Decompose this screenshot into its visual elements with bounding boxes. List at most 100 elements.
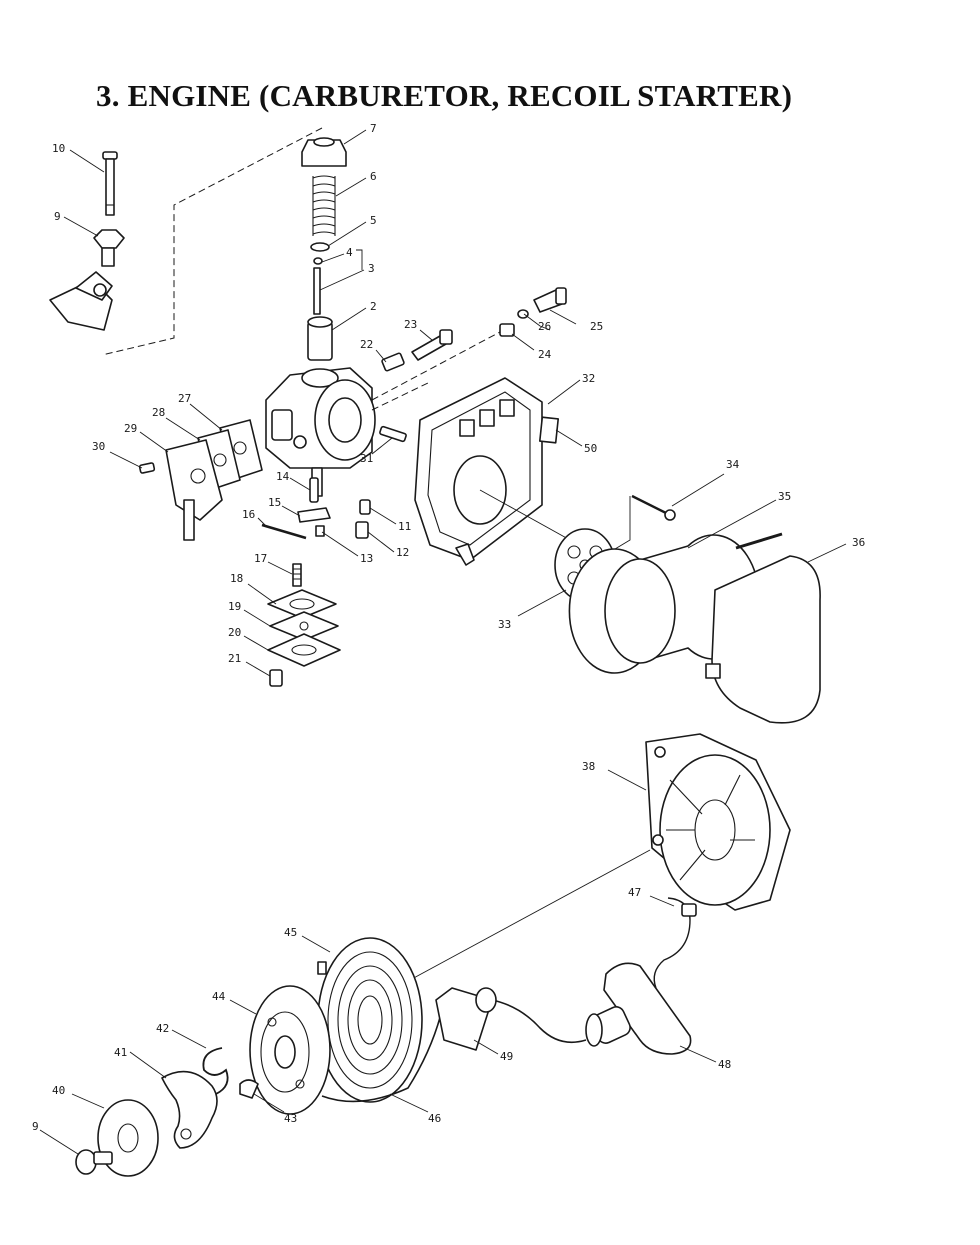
callout-33: 33 [498,618,511,631]
callout-2: 2 [370,300,377,313]
callout-47: 47 [628,886,641,899]
callout-30: 30 [92,440,105,453]
callout-31: 31 [360,452,373,465]
carburetor-body [265,367,376,497]
part-26-o-ring [517,309,529,319]
callout-49: 49 [500,1050,513,1063]
callout-14: 14 [276,470,290,483]
guide-line-filter [479,489,571,541]
callout-11: 11 [398,520,411,533]
part-23-adjuster [411,329,453,361]
callout-15: 15 [268,496,281,509]
throttle-lever [49,271,113,331]
part-9-nut [93,229,125,267]
callout-16: 16 [242,508,255,521]
callout-19: 19 [228,600,241,613]
callout-9: 9 [54,210,61,223]
callout-numbers: 10 9 7 6 5 4 3 2 23 22 24 26 25 32 27 28… [32,122,865,1133]
part-4-e-ring [313,257,323,265]
part-9-screw-lower [75,1149,113,1175]
part-35-filter-element [568,534,760,674]
callout-40: 40 [52,1084,65,1097]
part-21-screw [269,669,283,687]
part-44-pulley [249,985,331,1115]
part-12-jet [355,521,369,539]
part-3-jet-needle [313,267,321,315]
callout-17: 17 [254,552,267,565]
callout-4: 4 [346,246,353,259]
callout-10: 10 [52,142,65,155]
callout-34: 34 [726,458,740,471]
part-48-starter-grip [585,962,692,1055]
part-11-jet [359,499,371,515]
callout-50: 50 [584,442,597,455]
callout-48: 48 [718,1058,731,1071]
diagram-title: 3. ENGINE (CARBURETOR, RECOIL STARTER) [96,78,793,113]
part-22-screw [381,352,405,372]
callout-27: 27 [178,392,191,405]
part-18-gasket [267,589,337,619]
part-17-spring [292,563,302,587]
callout-45: 45 [284,926,297,939]
guide-line-32 [371,381,431,411]
callout-18: 18 [230,572,243,585]
callout-21: 21 [228,652,241,665]
part-29-pump-cover [165,439,223,541]
part-42-spring [202,1047,229,1095]
part-38-starter-case [645,733,791,911]
part-43-pawl [239,1079,259,1099]
callout-20: 20 [228,626,241,639]
callout-43: 43 [284,1112,297,1125]
part-30-screw [138,462,156,474]
callout-7: 7 [370,122,377,135]
part-36-air-cleaner-cover [705,532,821,724]
callout-44: 44 [212,990,226,1003]
callout-5: 5 [370,214,377,227]
part-2-throttle-valve [307,316,333,361]
part-6-spring [312,175,336,236]
guide-line-24 [371,331,501,401]
part-47-rope-guide [653,897,697,989]
part-46-starter-rope [321,999,587,1103]
callout-41: 41 [114,1046,127,1059]
guide-line-lever [101,127,323,356]
callout-3: 3 [368,262,375,275]
part-20-cover [267,633,341,667]
callout-29: 29 [124,422,137,435]
callout-25: 25 [590,320,603,333]
part-7-cap [301,137,347,167]
part-24-fitting [499,323,515,337]
part-32-air-cleaner-base [414,377,543,566]
callout-12: 12 [396,546,409,559]
part-15-lever [297,507,331,523]
part-50-label [538,416,560,444]
part-49-rope-guide-bushing [435,987,497,1051]
part-10-throttle-bolt [102,151,118,216]
part-14-needle [309,477,319,503]
guide-line-34 [609,496,631,553]
leader-lines [39,129,847,1155]
callout-23: 23 [404,318,417,331]
callout-9-lower: 9 [32,1120,39,1133]
part-31-screw [379,425,407,443]
part-25-nipple [533,287,567,313]
part-5-clip [310,242,330,252]
callout-35: 35 [778,490,791,503]
part-40-washer [97,1099,159,1177]
part-41-ratchet [161,1070,218,1149]
callout-46: 46 [428,1112,441,1125]
callout-6: 6 [370,170,377,183]
guide-line-case [409,849,651,981]
callout-13: 13 [360,552,373,565]
callout-22: 22 [360,338,373,351]
part-19-diaphragm [269,611,339,641]
callout-24: 24 [538,348,552,361]
part-16-pin [261,523,307,540]
callout-26: 26 [538,320,551,333]
part-34-bolt [631,494,676,521]
callout-38: 38 [582,760,595,773]
callout-32: 32 [582,372,595,385]
callout-28: 28 [152,406,165,419]
part-45-recoil-spring [317,937,423,1103]
